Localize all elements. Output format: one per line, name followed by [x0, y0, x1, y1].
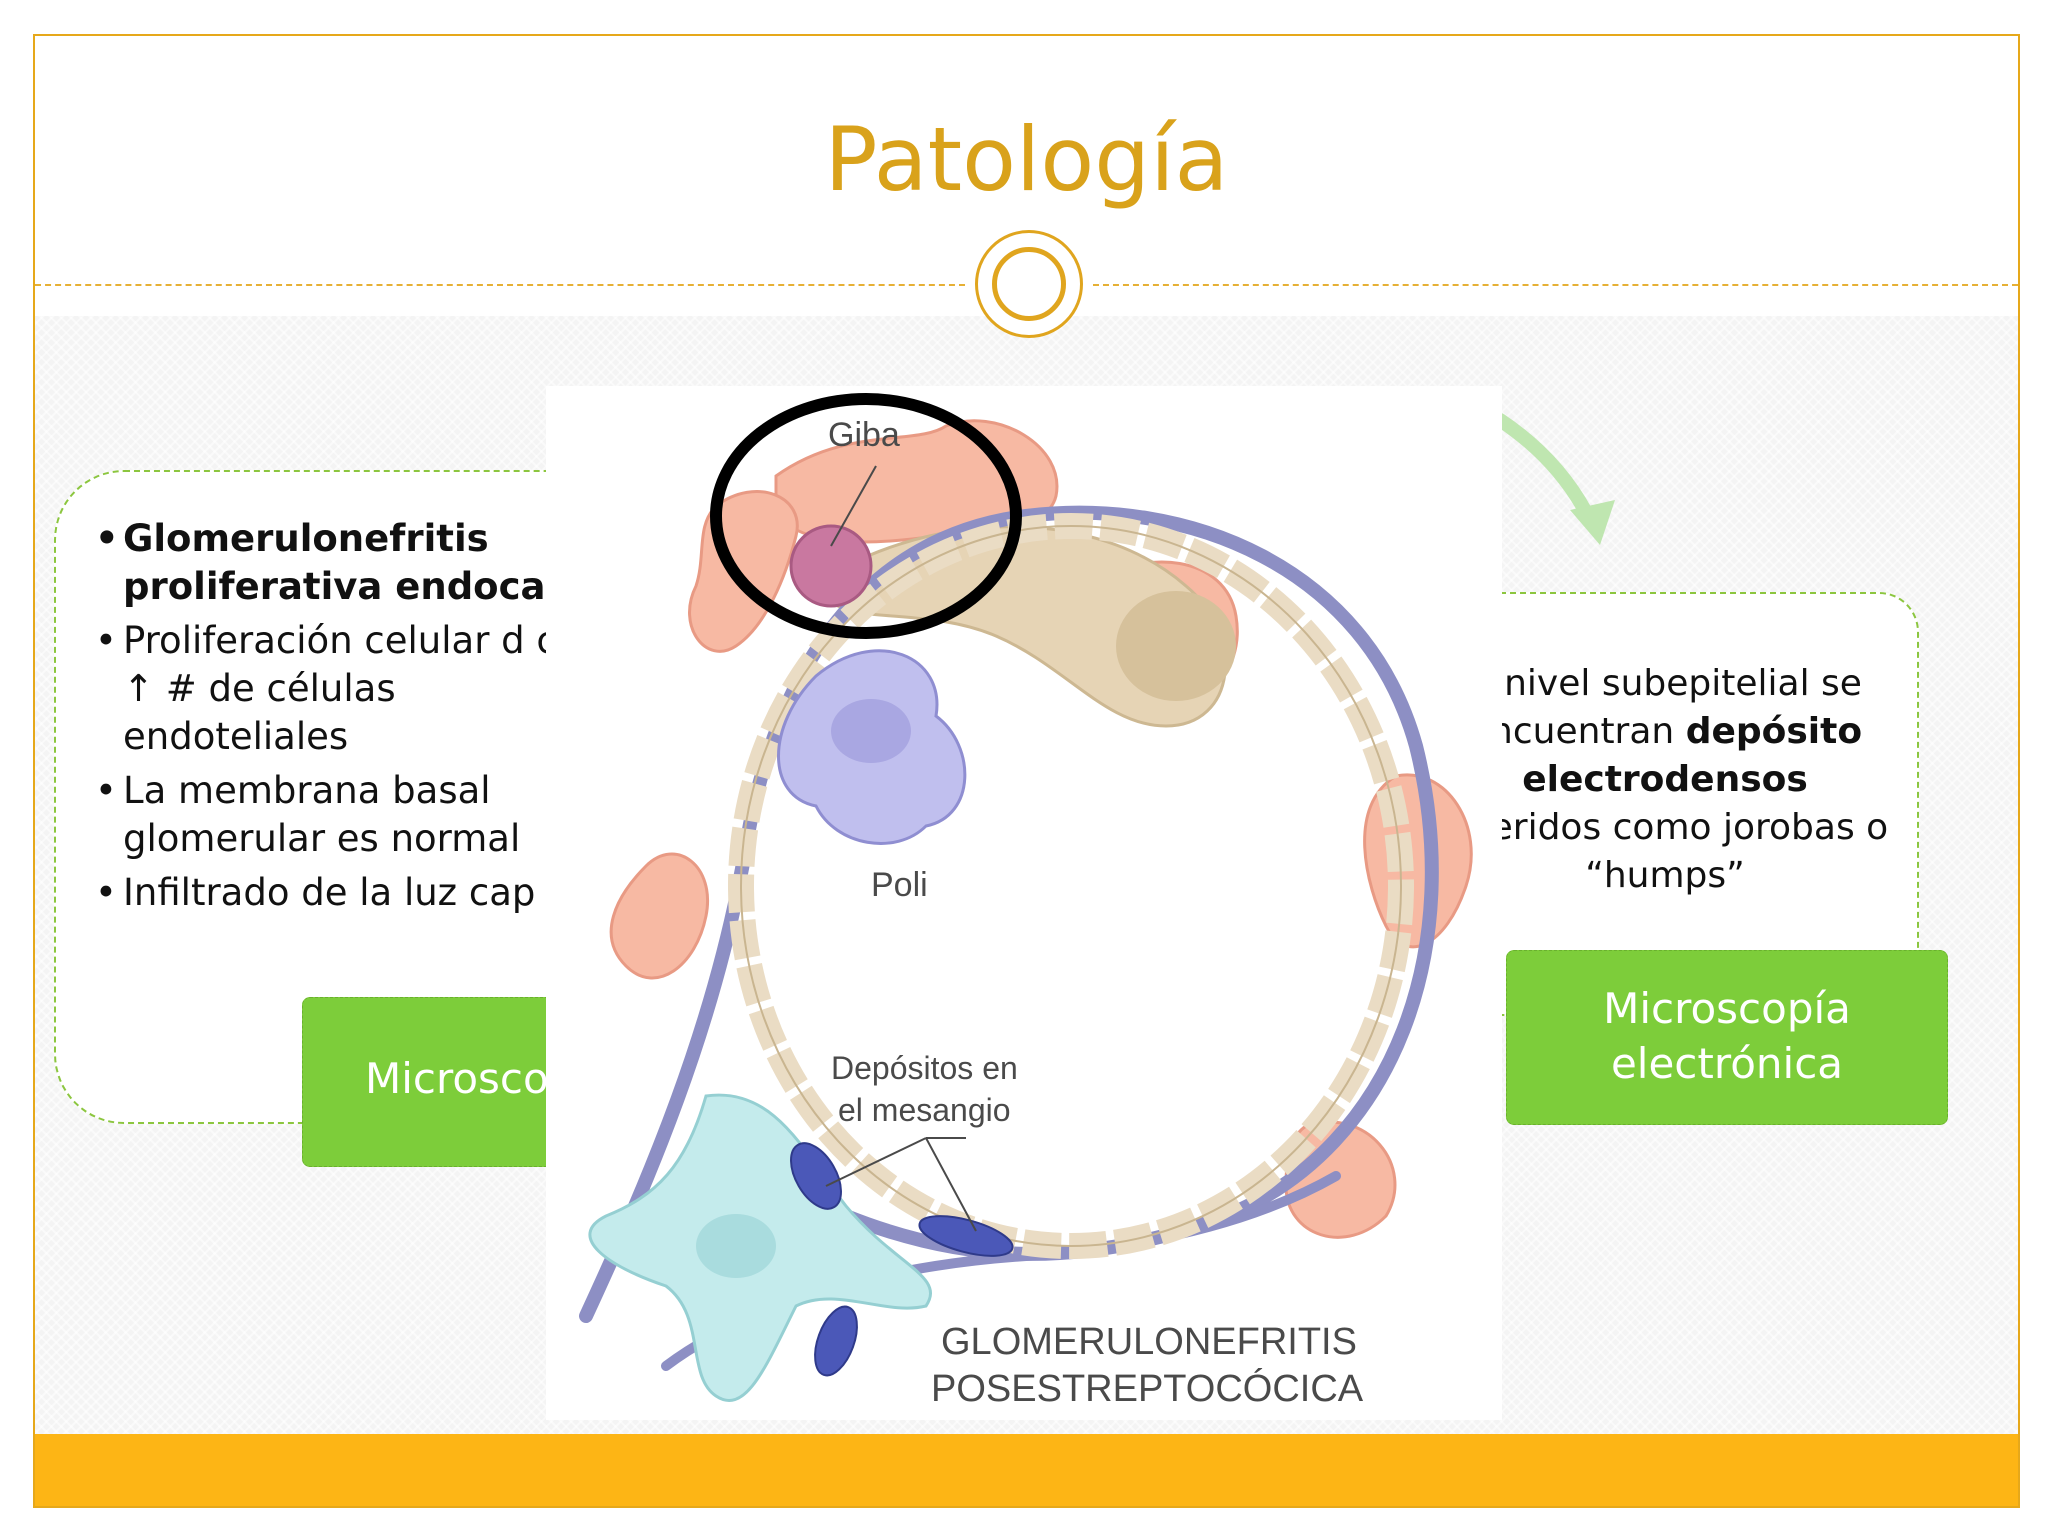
bullet-item: La membrana basal glomerular es normal [95, 767, 615, 863]
electron-microscopy-button[interactable]: Microscopía electrónica [1506, 950, 1948, 1125]
caption-line-2: POSESTREPTOCÓCICA [931, 1367, 1364, 1410]
bullet-item: Infiltrado de la luz cap [95, 869, 615, 917]
left-bullet-list: Glomerulonefritis proliferativa endocap … [95, 515, 615, 923]
label-giba: Giba [828, 416, 900, 454]
hump-deposit [789, 524, 873, 608]
bullet-item: Glomerulonefritis proliferativa endocap [95, 515, 615, 611]
title-divider-left [35, 284, 965, 286]
right-text-bold: depósito electrodensos [1522, 711, 1863, 800]
slide-title: Patología [824, 108, 1229, 211]
label-depositos-2: el mesangio [838, 1092, 1011, 1128]
glomerulus-diagram: Giba Poli Depósitos en el mesangio GLOME… [546, 386, 1502, 1420]
right-text-1: A nivel subepitelial se encuentran [1467, 663, 1862, 752]
ring-ornament-icon [975, 230, 1083, 338]
label-depositos-1: Depósitos en [831, 1050, 1018, 1086]
title-divider-right [1093, 284, 2018, 286]
bullet-item: Proliferación celular d con ↑ # de célul… [95, 617, 615, 761]
footer-bar [35, 1434, 2018, 1506]
highlight-circle [710, 393, 1022, 639]
curved-arrow-icon [1493, 413, 1615, 545]
right-text-2: referidos como jorobas o “humps” [1441, 807, 1889, 896]
right-description: A nivel subepitelial se encuentran depós… [1440, 660, 1890, 900]
caption-line-1: GLOMERULONEFRITIS [941, 1321, 1357, 1363]
label-poli: Poli [871, 866, 928, 904]
